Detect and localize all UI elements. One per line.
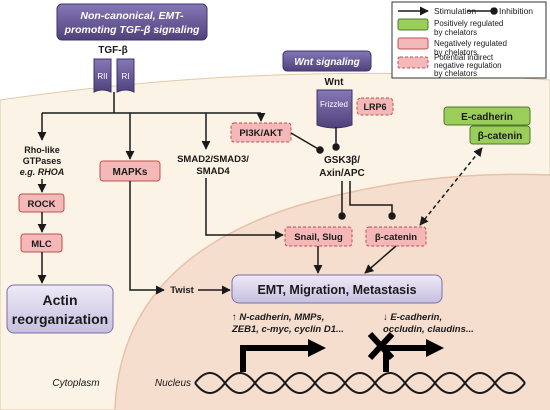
tgf-title-line1: Non-canonical, EMT- bbox=[80, 10, 184, 22]
downregulated-genes-line1: ↓ E-cadherin, bbox=[383, 312, 442, 323]
arrow-mapks-to-twist bbox=[129, 181, 165, 295]
snail-slug-box bbox=[284, 226, 353, 247]
pi3k-akt-box bbox=[230, 122, 292, 143]
transcription-repressed-arrowhead bbox=[426, 339, 444, 357]
inhibition-pi3k-to-gsk bbox=[290, 132, 324, 154]
legend-negative-1: Negatively regulated bbox=[434, 39, 507, 48]
wnt-label: Wnt bbox=[325, 77, 345, 88]
twist-label: Twist bbox=[170, 285, 194, 296]
actin-reorganization-box bbox=[6, 284, 114, 334]
legend-potential-3: by chelators bbox=[434, 69, 477, 78]
gsk-line1: GSK3β/ bbox=[324, 155, 360, 166]
frizzled-label: Frizzled bbox=[320, 100, 348, 109]
gsk-line2: Axin/APC bbox=[319, 168, 365, 179]
mapks-label: MAPKs bbox=[112, 167, 147, 178]
legend-positive-1: Positively regulated bbox=[434, 19, 503, 28]
receptor-rii bbox=[93, 58, 112, 93]
nuclear-beta-catenin-box bbox=[365, 226, 427, 247]
rho-gtpases-line3: e.g. RHOA bbox=[20, 167, 65, 177]
inhibition-gsk-to-betacatenin bbox=[349, 181, 396, 220]
actin-line2: reorganization bbox=[12, 311, 108, 327]
emt-box bbox=[231, 274, 443, 304]
upregulated-genes-line2: ZEB1, c-myc, cyclin D1... bbox=[231, 324, 344, 335]
nuclear-beta-catenin-label: β-catenin bbox=[375, 232, 417, 243]
upregulated-genes-line1: ↑ N-cadherin, MMPs, bbox=[232, 312, 324, 323]
lrp6-label: LRP6 bbox=[363, 102, 386, 112]
receptor-rii-label: RII bbox=[97, 72, 107, 81]
actin-line1: Actin bbox=[43, 292, 78, 308]
receptor-ri bbox=[116, 58, 135, 93]
legend-inhibition: Inhibition bbox=[499, 6, 533, 16]
receptor-ri-label: RI bbox=[122, 72, 130, 81]
legend-potential-2: negative regulation bbox=[434, 61, 502, 70]
tgf-title-box bbox=[56, 3, 208, 41]
e-cadherin-label: E-cadherin bbox=[461, 112, 513, 123]
rho-gtpases-line1: Rho-like bbox=[24, 145, 60, 155]
legend-negative-swatch bbox=[397, 37, 429, 50]
nucleus-label: Nucleus bbox=[155, 378, 191, 389]
membrane-beta-catenin-box bbox=[469, 125, 531, 145]
cytoplasm-label: Cytoplasm bbox=[52, 378, 99, 389]
tgfb-label: TGF-β bbox=[98, 45, 127, 56]
legend-potential-1: Potential indirect bbox=[434, 53, 494, 62]
pi3k-akt-label: PI3K/AKT bbox=[239, 128, 282, 139]
arrow-smad-to-snail bbox=[205, 178, 284, 240]
wnt-title: Wnt signaling bbox=[294, 57, 360, 68]
smad-line1: SMAD2/SMAD3/ bbox=[177, 154, 249, 165]
frizzled-receptor bbox=[316, 89, 353, 129]
dna-strand-1 bbox=[194, 372, 526, 394]
membrane-beta-catenin-label: β-catenin bbox=[478, 131, 522, 142]
lrp6-box bbox=[356, 97, 394, 116]
e-cadherin-box bbox=[443, 106, 531, 126]
rock-label: ROCK bbox=[28, 199, 56, 210]
emt-label: EMT, Migration, Metastasis bbox=[257, 283, 416, 297]
dashed-betacatenin-exchange bbox=[419, 147, 483, 226]
legend-positive-swatch bbox=[397, 18, 429, 31]
legend-positive-2: by chelators bbox=[434, 28, 477, 37]
mlc-label: MLC bbox=[31, 239, 52, 250]
legend-potential-swatch bbox=[397, 56, 429, 69]
arrow-betacatenin-to-emt bbox=[364, 245, 397, 274]
wnt-title-box bbox=[282, 50, 372, 72]
snail-slug-label: Snail, Slug bbox=[294, 232, 343, 243]
tgf-title-line2: promoting TGF-β signaling bbox=[64, 24, 200, 36]
transcription-active-arrow bbox=[240, 345, 310, 372]
dna-strand-2 bbox=[194, 372, 526, 394]
downregulated-genes-line2: occludin, claudins... bbox=[383, 324, 474, 335]
transcription-active-arrowhead bbox=[308, 339, 326, 357]
rho-gtpases-line2: GTPases bbox=[23, 156, 62, 166]
legend-negative-2: by chelators bbox=[434, 48, 477, 57]
smad-line2: SMAD4 bbox=[196, 166, 230, 177]
connectors bbox=[37, 92, 483, 295]
transcription-block-x bbox=[367, 331, 395, 361]
legend-stimulation: Stimulation bbox=[434, 6, 476, 16]
